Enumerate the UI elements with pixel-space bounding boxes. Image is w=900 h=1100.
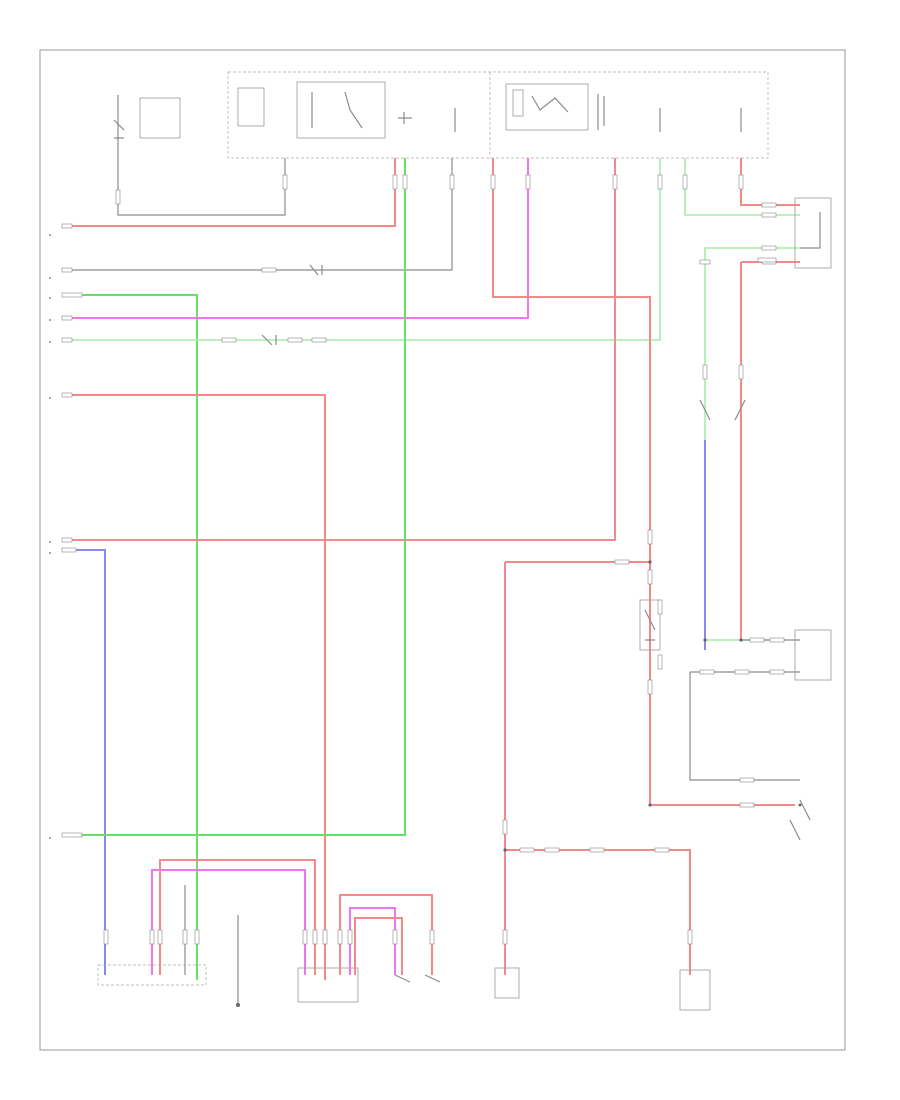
connector-stubs [103,174,744,945]
junction-dots [503,560,743,852]
diagram-frame [39,49,846,1051]
bottom-components [97,859,711,1011]
row-markers [49,234,51,839]
mid-relay [639,599,661,651]
inline-connectors [61,202,785,853]
wire-bundle [62,158,821,980]
left-upper-sensor [113,95,286,216]
top-control-module [227,71,769,159]
right-side-connectors [789,197,832,841]
inline-switches [261,264,746,421]
